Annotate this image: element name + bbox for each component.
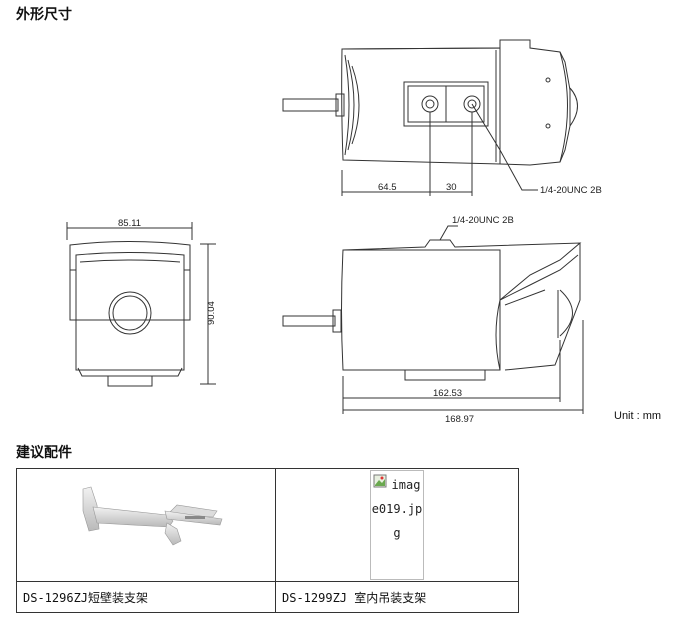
- front-view: [66, 222, 216, 387]
- top-dim-2: 30: [446, 182, 457, 193]
- side-view: [282, 225, 584, 414]
- side-dim-2: 168.97: [445, 414, 474, 425]
- accessory-caption-2: DS-1299ZJ 室内吊装支架: [275, 581, 519, 613]
- top-thread-label: 1/4-20UNC 2B: [540, 185, 602, 196]
- front-dim-width: 85.11: [118, 218, 141, 229]
- wall-mount-bracket-image: [82, 486, 223, 546]
- accessory-caption-1: DS-1296ZJ短壁装支架: [16, 581, 276, 613]
- broken-image-icon: [373, 474, 387, 488]
- broken-image-alt-text: image019.jpg: [371, 478, 423, 540]
- dimension-drawing: 64.5 30 1/4-20UNC 2B 85.11 90.04 1/4-20U…: [66, 39, 602, 425]
- section-title-dimensions: 外形尺寸: [16, 7, 72, 23]
- accessory-image-cell-2: image019.jpg: [275, 468, 519, 582]
- side-dim-1: 162.53: [433, 388, 462, 399]
- side-thread-label: 1/4-20UNC 2B: [452, 215, 514, 226]
- accessory-image-cell-1: [16, 468, 276, 582]
- top-dim-1: 64.5: [378, 182, 397, 193]
- broken-image-placeholder: image019.jpg: [370, 470, 424, 580]
- front-dim-height: 90.04: [206, 301, 217, 325]
- accessories-table: image019.jpg DS-1296ZJ短壁装支架 DS-1299ZJ 室内…: [16, 468, 519, 613]
- top-view: [282, 39, 578, 196]
- section-title-accessories: 建议配件: [16, 445, 72, 461]
- unit-label: Unit : mm: [614, 410, 662, 422]
